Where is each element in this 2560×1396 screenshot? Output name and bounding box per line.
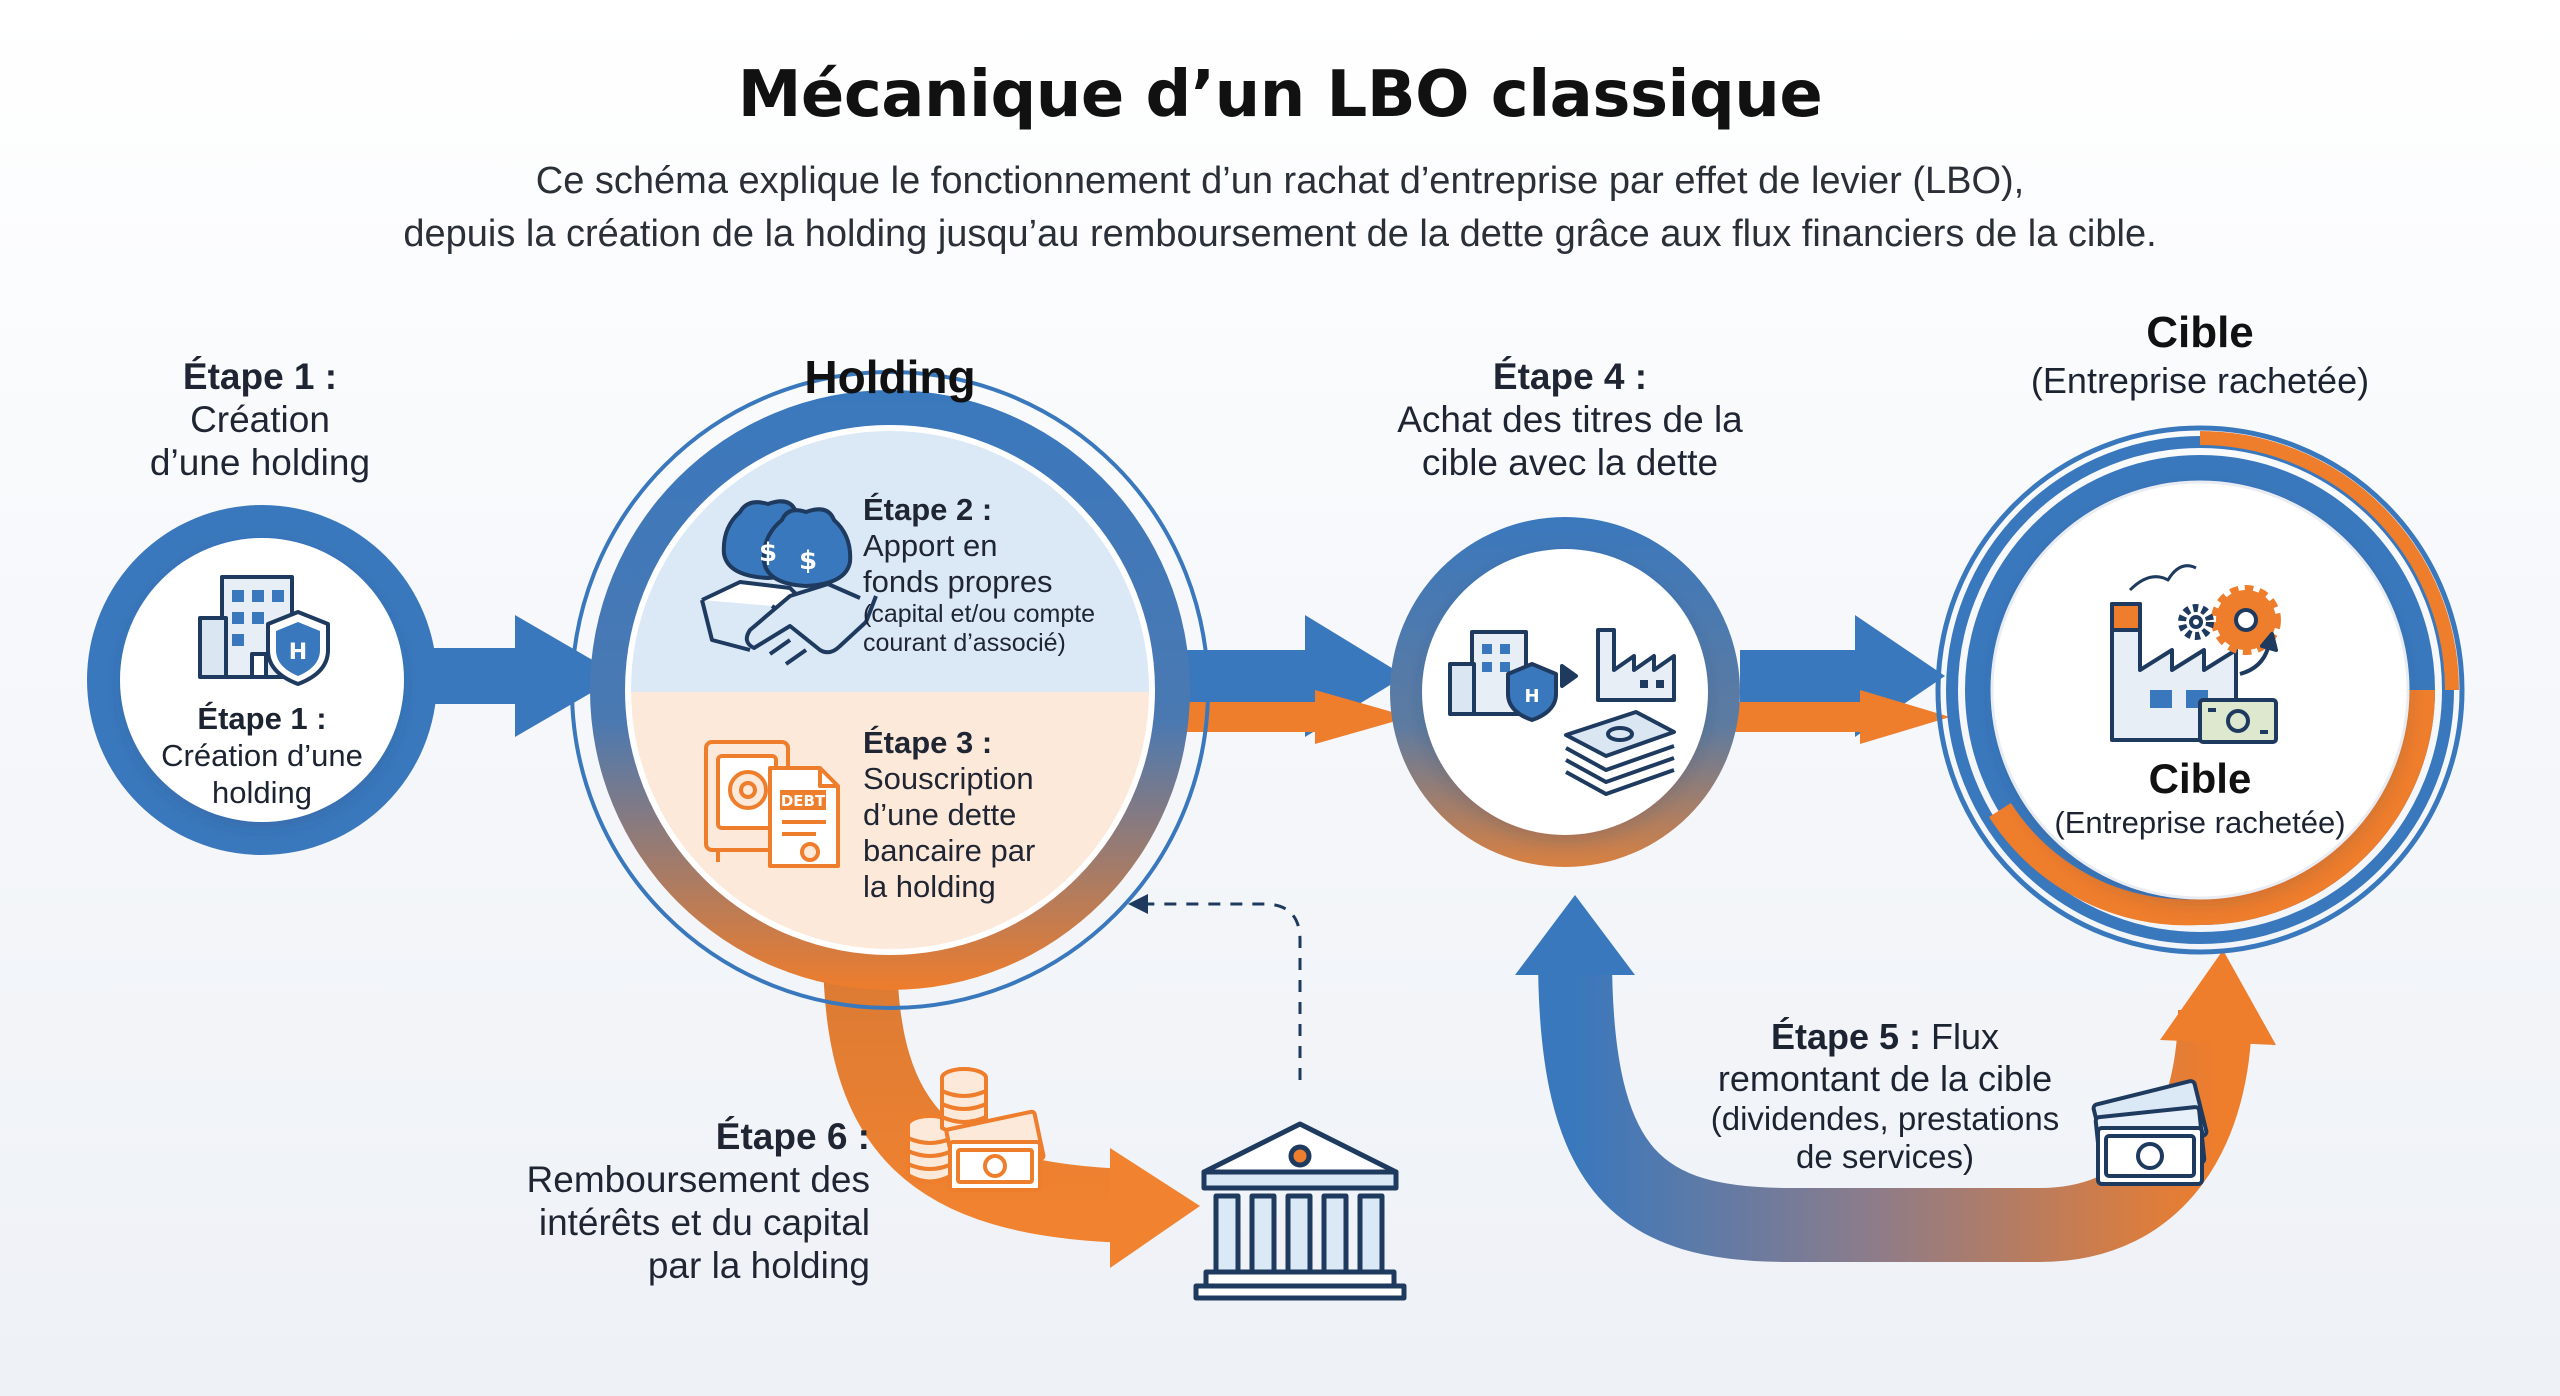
step4-heading: Étape 4 :: [1492, 356, 1648, 397]
step5-line4: de services): [1796, 1138, 1974, 1175]
safe-debt-document-icon: DEBT: [704, 740, 840, 868]
svg-text:$: $: [799, 546, 817, 576]
subtitle-line-1: Ce schéma explique le fonctionnement d’u…: [535, 160, 2025, 202]
step4-label: Étape 4 : Achat des titres de la cible a…: [1360, 355, 1780, 484]
step5-line3: (dividendes, prestations: [1710, 1100, 2060, 1137]
debt-tag: DEBT: [781, 792, 826, 810]
step1-label: Étape 1 : Création d’une holding: [110, 355, 410, 484]
step3-line3: bancaire par: [863, 833, 1036, 868]
coins-cash-icon: [906, 1067, 1046, 1192]
arrow-step4-to-target-orange: [1735, 690, 1950, 744]
step5-line1: Flux: [1921, 1016, 2000, 1057]
step1-inner-line1: Création d’une: [161, 738, 363, 773]
holding-circle: [570, 370, 1210, 1010]
svg-text:H: H: [289, 640, 307, 665]
step1-heading: Étape 1 :: [182, 356, 338, 397]
factory-gears-cash-icon: [2110, 564, 2281, 744]
step6-heading: Étape 6 :: [715, 1116, 870, 1157]
step2-heading: Étape 2 :: [863, 492, 993, 527]
target-top-title: Cible: [2146, 308, 2254, 357]
step6-label: Étape 6 : Remboursement des intérêts et …: [470, 1115, 870, 1287]
step3-line1: Souscription: [863, 761, 1034, 796]
svg-text:$: $: [759, 538, 777, 568]
step4-line1: Achat des titres de la: [1397, 399, 1743, 440]
target-inner-label: Cible (Entreprise rachetée): [2020, 755, 2380, 841]
step6-line2: intérêts et du capital: [538, 1202, 870, 1243]
step1-line2: d’une holding: [149, 442, 371, 483]
page-title: Mécanique d’un LBO classique: [737, 58, 1823, 132]
step5-label: Étape 5 : Flux remontant de la cible (di…: [1650, 1016, 2120, 1176]
step2-line2: fonds propres: [863, 564, 1053, 599]
step2-note1: (capital et/ou compte: [863, 600, 1096, 628]
step1-line1: Création: [190, 399, 330, 440]
step6-line1: Remboursement des: [526, 1159, 870, 1200]
dashed-arrow-bank-to-holding: [1128, 894, 1302, 1080]
step4-circle: [1390, 517, 1740, 867]
holding-label: Holding: [804, 351, 976, 403]
svg-text:H: H: [1524, 686, 1539, 707]
subtitle-line-2: depuis la création de la holding jusqu’a…: [403, 213, 2157, 255]
step2-line1: Apport en: [863, 528, 998, 563]
step1-inner-heading: Étape 1 :: [197, 701, 327, 736]
target-inner-sub: (Entreprise rachetée): [2054, 805, 2346, 840]
target-top-label: Cible (Entreprise rachetée): [1990, 308, 2410, 402]
target-inner-title: Cible: [2148, 755, 2252, 802]
step1-inner-label: Étape 1 : Création d’une holding: [142, 700, 382, 811]
step1-inner-line2: holding: [212, 775, 312, 810]
step4-line2: cible avec la dette: [1421, 442, 1719, 483]
building-shield-icon: H: [198, 575, 330, 686]
step5-line2: remontant de la cible: [1717, 1058, 2053, 1099]
step5-heading: Étape 5 :: [1770, 1016, 1922, 1057]
step2-label: Étape 2 : Apport en fonds propres (capit…: [863, 492, 1095, 658]
cash-stack-icon: [2091, 1079, 2209, 1186]
holding-to-factory-icon: H: [1448, 628, 1676, 796]
arrow-step6-repayment: [823, 949, 1200, 1268]
step3-heading: Étape 3 :: [863, 725, 993, 760]
step3-label: Étape 3 : Souscription d’une dette banca…: [863, 725, 1035, 905]
target-top-sub: (Entreprise rachetée): [2030, 360, 2370, 401]
bank-icon: [1193, 1121, 1407, 1301]
step6-line3: par la holding: [647, 1245, 870, 1286]
step3-line4: la holding: [863, 869, 996, 904]
step1-circle: [87, 505, 437, 855]
step3-line2: d’une dette: [863, 797, 1017, 832]
handshake-money-bags-icon: $ $: [700, 499, 878, 666]
step2-note2: courant d’associé): [863, 629, 1066, 657]
